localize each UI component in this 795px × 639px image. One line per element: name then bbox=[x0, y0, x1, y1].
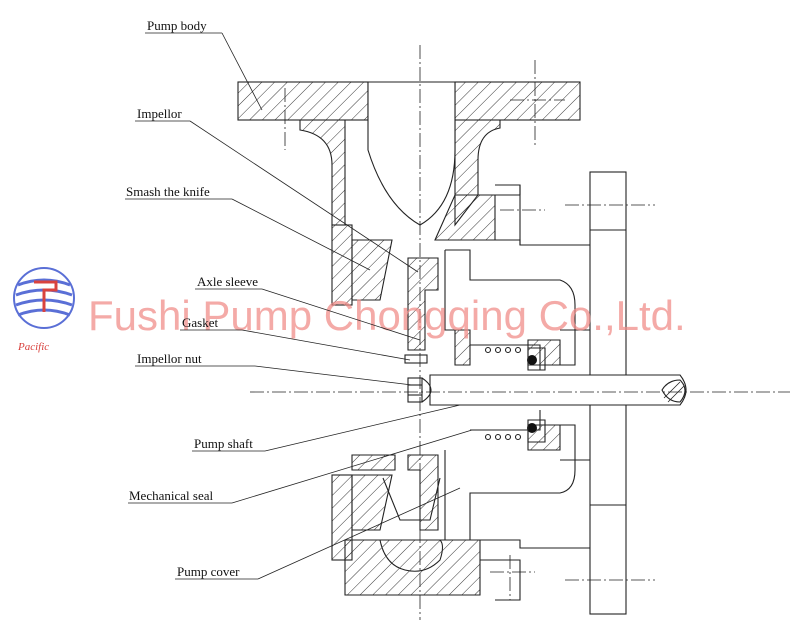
gasket-part bbox=[404, 354, 428, 364]
watermark-text: Fushi Pump Chongqing Co.,Ltd. bbox=[88, 292, 686, 339]
label-pump-body: Pump body bbox=[147, 18, 207, 33]
label-impellor: Impellor bbox=[137, 106, 182, 121]
center-lines bbox=[250, 45, 790, 620]
pump-body-part bbox=[237, 81, 581, 596]
label-axle-sleeve: Axle sleeve bbox=[197, 274, 258, 289]
leader-lines bbox=[125, 32, 473, 580]
label-pump-shaft: Pump shaft bbox=[194, 436, 253, 451]
label-impellor-nut: Impellor nut bbox=[137, 351, 202, 366]
impellor-nut-part bbox=[407, 377, 432, 403]
label-gasket: Gasket bbox=[182, 315, 218, 330]
mechanical-seal-part bbox=[470, 344, 546, 443]
pacific-brand-text: Pacific bbox=[17, 341, 49, 353]
flow-channel bbox=[367, 81, 456, 572]
label-smash-the-knife: Smash the knife bbox=[126, 184, 210, 199]
pacific-logo: Pacific bbox=[13, 267, 75, 353]
pump-shaft-part bbox=[429, 374, 687, 406]
label-pump-cover: Pump cover bbox=[177, 564, 240, 579]
label-mechanical-seal: Mechanical seal bbox=[129, 488, 213, 503]
